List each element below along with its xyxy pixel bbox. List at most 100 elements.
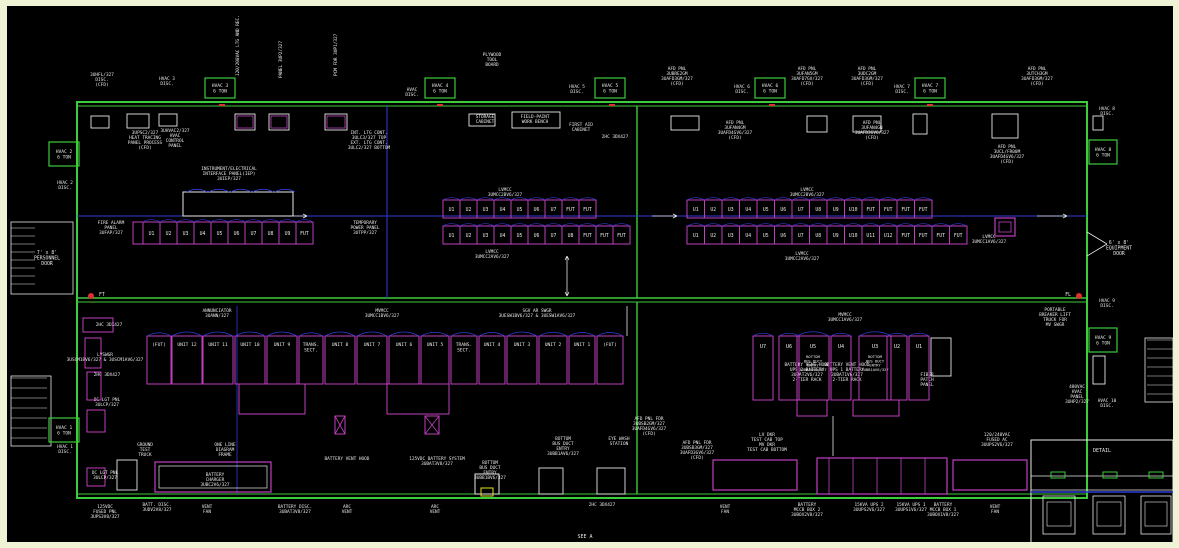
detail-cabinet-inner — [1046, 501, 1072, 527]
mcc-door-swing — [791, 223, 810, 227]
mcc-door-swing — [931, 223, 950, 227]
mcc1-label: U1 — [149, 231, 155, 237]
wall-panel — [670, 115, 700, 131]
detail-inset-frame — [1030, 439, 1174, 548]
wall-panel — [234, 113, 256, 131]
mcc-door-swing — [142, 219, 161, 223]
lv-switchgear-cell — [830, 335, 852, 401]
detail-green-tag — [1102, 471, 1118, 479]
lv-switchgear-door-swing — [752, 332, 774, 337]
mcc-door-swing — [227, 219, 246, 223]
left-wall-panel — [82, 317, 114, 333]
mcc2b-top-label: FUT — [866, 207, 875, 213]
mcc2a-bot-label: U4 — [500, 233, 506, 239]
personnel-door-frame — [10, 221, 74, 295]
mcc-door-swing — [244, 219, 263, 223]
mcc2b-top-label: FUT — [884, 207, 893, 213]
arrow — [267, 213, 308, 219]
switchgear-unit-label: UNIT 7 — [364, 342, 381, 348]
bottom-label: 2HC 3DX427 — [589, 502, 616, 508]
hvac-unit-box — [1088, 327, 1118, 353]
lv-switchgear-base — [796, 399, 828, 417]
lv-switchgear-cell — [908, 335, 930, 401]
mcc2b-bot-label: U12 — [884, 233, 893, 239]
mcc-door-swing — [879, 223, 898, 227]
switchgear-lower-right — [386, 383, 450, 415]
switchgear-cell — [478, 335, 506, 385]
mcc2b-bot-label: U11 — [866, 233, 875, 239]
lv-switchgear-cell — [752, 335, 774, 401]
mcc-door-swing — [914, 223, 933, 227]
switchgear-cell — [450, 335, 478, 385]
mcc-door-swing — [791, 197, 810, 201]
mcc2b-bot-label: U10 — [849, 233, 858, 239]
mcc2a-bot-label: U2 — [466, 233, 472, 239]
hvac-disconnect-marker — [609, 104, 615, 106]
bus-duct-x — [424, 415, 440, 435]
ups1-battery-rack — [952, 459, 1028, 491]
wall-panel — [324, 113, 348, 131]
mcc-door-swing — [809, 197, 828, 201]
page-reference: SEE A — [577, 534, 592, 540]
wall-panel — [90, 115, 110, 129]
switchgear-door-swing — [234, 331, 266, 337]
switchgear-unit-label: UNIT 12 — [177, 342, 197, 348]
switchgear-door-swing — [538, 331, 568, 337]
mcc-door-swing — [826, 223, 845, 227]
switchgear-door-swing — [568, 332, 596, 337]
mcc2b-bot-label: U6 — [780, 233, 786, 239]
panel-door — [236, 115, 254, 129]
switchgear-cell — [506, 335, 538, 385]
switchgear-unit-label: UNIT 1 — [574, 342, 591, 348]
stair-right — [1144, 337, 1174, 403]
switchgear-unit-label: UNIT 4 — [484, 342, 501, 348]
mcc2b-top-label: U1 — [693, 207, 699, 213]
switchgear-unit-label: UNIT 10 — [240, 342, 260, 348]
breaker-lift-truck-inner — [998, 221, 1012, 233]
mcc2b-bot-label: U5 — [763, 233, 769, 239]
mcc2a-top-label: U7 — [551, 207, 557, 213]
bus-duct-entry-box — [334, 415, 346, 435]
mcc2b-top-cell — [914, 199, 933, 219]
mcc-door-swing — [261, 219, 280, 223]
lv-switchgear-unit-label: U3 — [872, 344, 878, 350]
switchgear-lower-left — [238, 383, 306, 415]
mcc1-label: U8 — [268, 231, 274, 237]
switchgear-unit-label: UNIT 11 — [208, 342, 228, 348]
mcc1-label: U5 — [217, 231, 223, 237]
mcc2a-top-label: FUT — [583, 207, 592, 213]
bottom-label: BATT. DISC.3UDV2V8/327 — [142, 502, 171, 513]
mcc-door-swing — [896, 197, 915, 201]
mcc-door-swing — [459, 223, 478, 227]
wall-panel — [912, 113, 928, 135]
panel-door — [326, 115, 346, 129]
door-swing — [252, 188, 274, 193]
mcc-door-swing — [914, 197, 933, 201]
hvac-disconnect-marker — [437, 104, 443, 106]
panel-door — [270, 115, 288, 129]
